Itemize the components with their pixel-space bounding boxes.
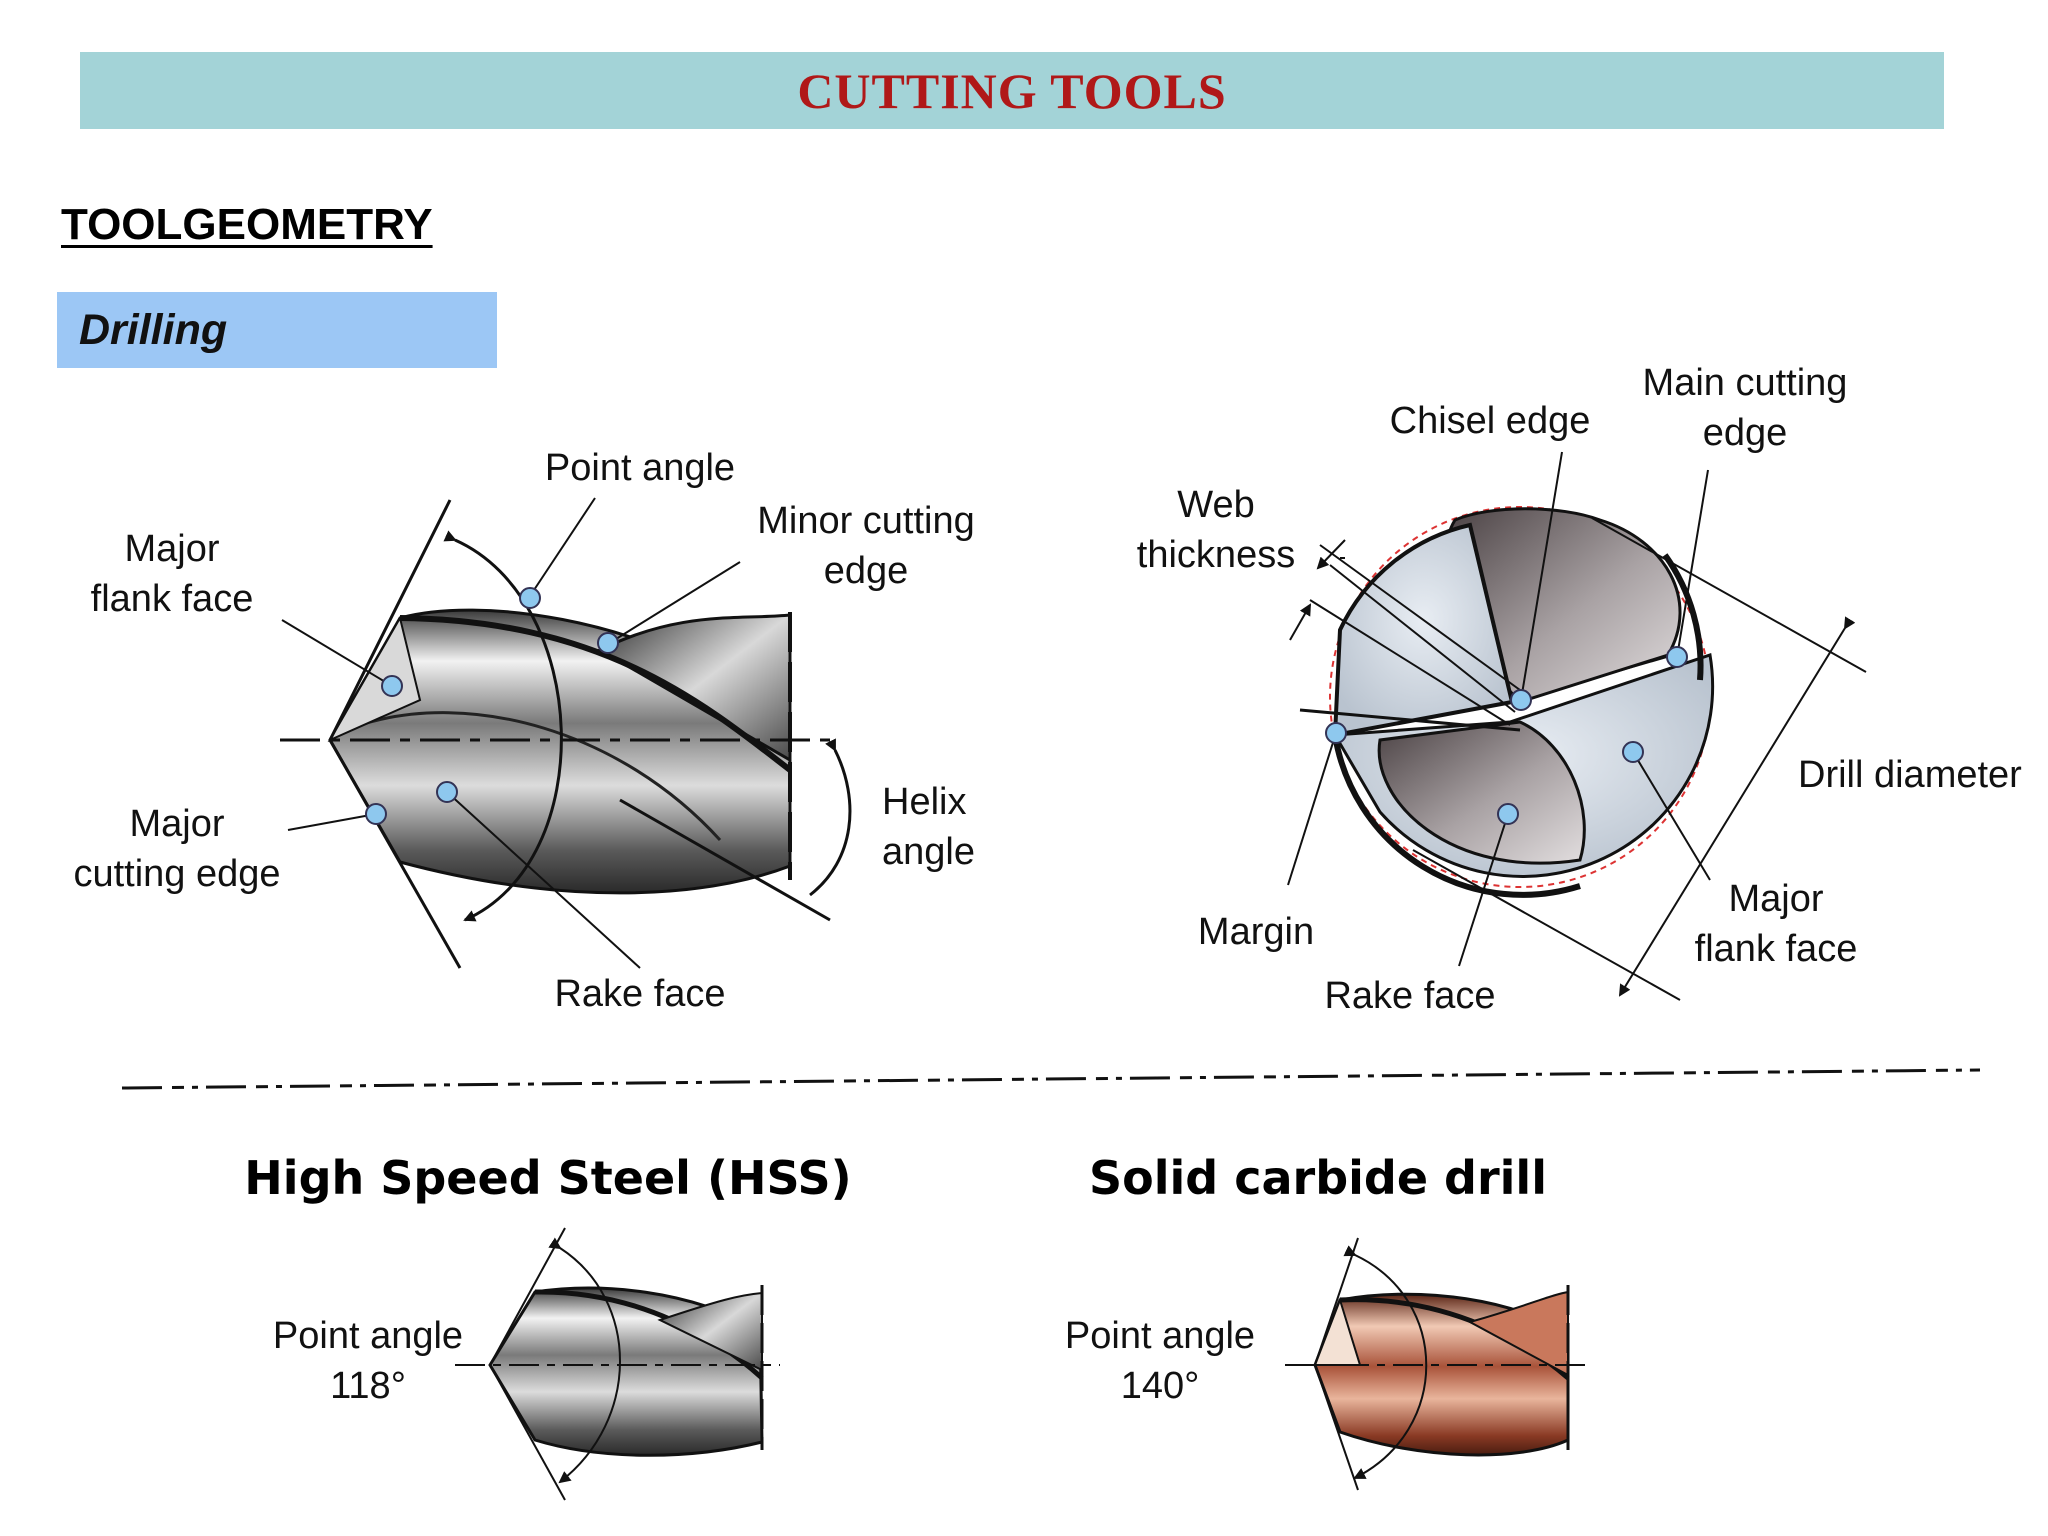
label-margin: Margin (1198, 911, 1314, 953)
label-main-cutting-edge-1: Main cutting (1643, 362, 1848, 404)
carbide-drill (1285, 1237, 1585, 1491)
label-major-flank-face-end-2: flank face (1695, 928, 1858, 970)
label-major-flank-face-2: flank face (91, 578, 254, 620)
label-helix-angle-2: angle (882, 831, 975, 873)
label-major-flank-face-end-1: Major (1728, 878, 1823, 920)
subsection-box: Drilling (57, 292, 497, 368)
end-view-drill (1287, 451, 1867, 1001)
hss-point-angle-value: 118° (330, 1365, 406, 1407)
label-point-angle: Point angle (545, 447, 735, 489)
label-major-flank-face-1: Major (124, 528, 219, 570)
hss-point-angle-label: Point angle (273, 1315, 463, 1357)
label-chisel-edge: Chisel edge (1390, 400, 1591, 442)
subsection-label: Drilling (79, 306, 228, 354)
hss-title: High Speed Steel (HSS) (244, 1151, 851, 1205)
banner-title: CUTTING TOOLS (797, 63, 1227, 119)
title-banner: CUTTING TOOLS (80, 52, 1944, 129)
carbide-title: Solid carbide drill (1089, 1151, 1547, 1205)
label-helix-angle-1: Helix (882, 781, 966, 823)
label-web-thickness-1: Web (1177, 484, 1254, 526)
label-minor-cutting-edge-2: edge (824, 550, 909, 592)
section-heading: TOOLGEOMETRY (61, 200, 433, 249)
label-web-thickness-2: thickness (1137, 534, 1295, 576)
carbide-point-angle-label: Point angle (1065, 1315, 1255, 1357)
carbide-point-angle-value: 140° (1121, 1365, 1200, 1407)
section-divider (121, 1068, 1981, 1090)
label-main-cutting-edge-2: edge (1703, 412, 1788, 454)
label-rake-face-end: Rake face (1324, 975, 1495, 1017)
label-major-cutting-edge-1: Major (129, 803, 224, 845)
label-drill-diameter: Drill diameter (1798, 754, 2022, 796)
label-major-cutting-edge-2: cutting edge (73, 853, 280, 895)
label-minor-cutting-edge-1: Minor cutting (757, 500, 975, 542)
label-rake-face: Rake face (554, 973, 725, 1015)
side-view-drill (280, 497, 852, 969)
hss-drill (455, 1227, 780, 1501)
